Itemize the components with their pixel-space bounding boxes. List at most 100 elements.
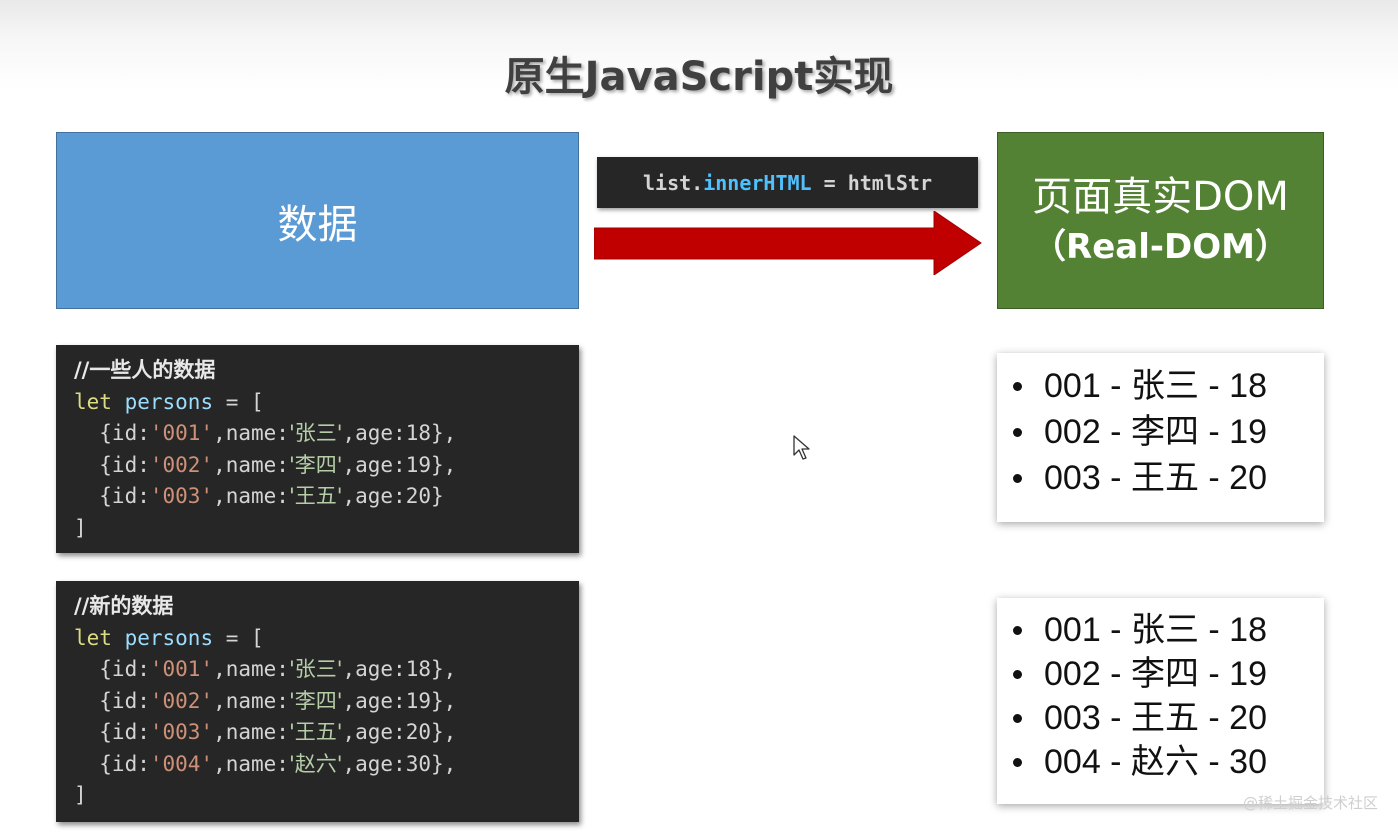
code-punct: ,age: <box>342 688 406 713</box>
code-punct: }, <box>431 688 457 713</box>
code-punct: {id: <box>74 484 150 508</box>
watermark: @稀土掘金技术社区 <box>1242 794 1378 812</box>
bullet-icon <box>1013 757 1022 767</box>
code-closing-bracket: ] <box>74 515 87 540</box>
list-item: 002 - 李四 - 19 <box>1013 652 1324 696</box>
code-closing-bracket: ] <box>74 783 87 807</box>
code-variable: persons <box>124 389 214 414</box>
code-name-string: '李四' <box>288 452 343 477</box>
code-punct: }, <box>431 421 457 445</box>
bullet-icon <box>1013 473 1022 483</box>
code-punct: ,age: <box>342 657 406 681</box>
right-arrow-icon <box>594 211 982 275</box>
code-id-string: '001' <box>149 421 214 445</box>
code-punct: ,age: <box>342 452 406 477</box>
code-punct: ,name: <box>213 657 289 681</box>
inner-html-code-label: list.innerHTML = htmlStr <box>597 157 978 208</box>
code-punct: ,name: <box>213 452 289 477</box>
code-id-string: '002' <box>149 688 214 713</box>
code-object-line: {id:'001',name:'张三',age:18}, <box>74 654 561 686</box>
bullet-icon <box>1013 625 1022 635</box>
code-punct: ,age: <box>342 751 406 776</box>
code-declaration-line: let persons = [ <box>74 387 561 419</box>
slide-title: 原生JavaScript实现 <box>504 54 894 100</box>
code-punct: }, <box>431 720 457 744</box>
list-item-text: 003 - 王五 - 20 <box>1044 699 1267 737</box>
mouse-pointer-icon <box>793 435 810 460</box>
list-item: 001 - 张三 - 18 <box>1013 608 1324 652</box>
list-item-text: 001 - 张三 - 18 <box>1044 611 1267 649</box>
code-punct: {id: <box>74 720 150 744</box>
bullet-icon <box>1013 427 1022 437</box>
code-punct: }, <box>431 751 457 776</box>
code-name-string: '张三' <box>288 657 343 681</box>
list-item: 001 - 张三 - 18 <box>1013 363 1324 409</box>
bullet-icon <box>1013 669 1022 679</box>
real-dom-title: 页面真实DOM <box>1032 173 1289 220</box>
code-age-number: 30 <box>405 751 431 776</box>
code-age-number: 18 <box>405 657 431 681</box>
code-operator: = [ <box>213 389 264 414</box>
code-age-number: 18 <box>405 421 431 445</box>
code-name-string: '王五' <box>288 484 343 508</box>
code-punct: {id: <box>74 751 150 776</box>
code-keyword: let <box>74 625 112 650</box>
code-operator: = [ <box>213 625 264 650</box>
code-declaration-line: let persons = [ <box>74 623 561 655</box>
code-name-string: '赵六' <box>288 751 343 776</box>
real-dom-subtitle: （Real-DOM） <box>1032 226 1289 267</box>
code-age-number: 20 <box>405 484 431 508</box>
code-age-number: 19 <box>405 452 431 477</box>
list-item-text: 004 - 赵六 - 30 <box>1044 743 1267 781</box>
code-name-string: '张三' <box>288 421 343 445</box>
code-punct: }, <box>431 452 457 477</box>
bullet-icon <box>1013 713 1022 723</box>
code-keyword: let <box>74 389 112 414</box>
code-punct: ,age: <box>342 720 406 744</box>
code-closing-line: ] <box>74 513 561 545</box>
code-label-property: innerHTML <box>703 170 812 195</box>
code-name-string: '李四' <box>288 688 343 713</box>
code-comment: //新的数据 <box>74 594 174 618</box>
code-variable: persons <box>124 625 214 650</box>
data-box-label: 数据 <box>277 201 358 248</box>
person-list: 001 - 张三 - 18 002 - 李四 - 19 003 - 王五 - 20 <box>1013 363 1324 501</box>
list-item: 003 - 王五 - 20 <box>1013 696 1324 740</box>
list-item-text: 002 - 李四 - 19 <box>1044 413 1267 451</box>
code-punct: ,name: <box>213 751 289 776</box>
code-id-string: '001' <box>149 657 214 681</box>
bullet-icon <box>1013 381 1022 391</box>
code-punct: ,name: <box>213 484 289 508</box>
code-comment-line: //一些人的数据 <box>74 355 561 387</box>
code-object-line: {id:'001',name:'张三',age:18}, <box>74 418 561 450</box>
code-object-line: {id:'004',name:'赵六',age:30}, <box>74 749 561 781</box>
code-punct: }, <box>431 657 457 681</box>
code-object-line: {id:'002',name:'李四',age:19}, <box>74 686 561 718</box>
list-item: 004 - 赵六 - 30 <box>1013 740 1324 784</box>
code-object-line: {id:'003',name:'王五',age:20} <box>74 481 561 513</box>
code-id-string: '003' <box>149 484 214 508</box>
code-comment-line: //新的数据 <box>74 591 561 623</box>
code-punct: } <box>431 484 444 508</box>
code-label-assignment: = htmlStr <box>811 170 932 195</box>
code-punct: {id: <box>74 421 150 445</box>
list-item-text: 003 - 王五 - 20 <box>1044 459 1267 497</box>
list-item: 002 - 李四 - 19 <box>1013 409 1324 455</box>
rendered-list-initial: 001 - 张三 - 18 002 - 李四 - 19 003 - 王五 - 20 <box>997 353 1324 522</box>
code-punct: ,name: <box>213 421 289 445</box>
code-punct: ,name: <box>213 720 289 744</box>
code-punct: ,age: <box>342 421 406 445</box>
code-id-string: '003' <box>149 720 214 744</box>
data-box: 数据 <box>56 132 579 309</box>
code-name-string: '王五' <box>288 720 343 744</box>
code-object-line: {id:'003',name:'王五',age:20}, <box>74 717 561 749</box>
code-punct: {id: <box>74 657 150 681</box>
code-punct: ,age: <box>342 484 406 508</box>
code-punct: {id: <box>74 452 150 477</box>
real-dom-box: 页面真实DOM （Real-DOM） <box>997 132 1324 309</box>
code-id-string: '002' <box>149 452 214 477</box>
code-age-number: 19 <box>405 688 431 713</box>
